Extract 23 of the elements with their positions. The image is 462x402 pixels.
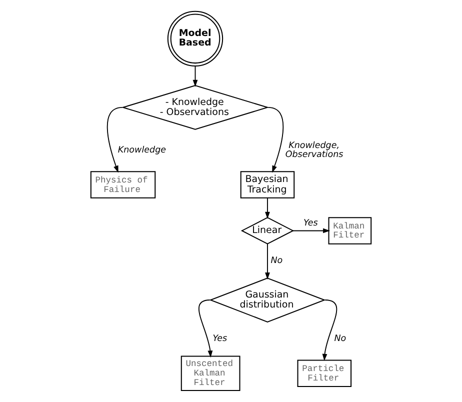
node-box: Bayesian Tracking — [240, 171, 295, 198]
arrow — [106, 106, 123, 173]
arrow — [192, 66, 198, 87]
node-box: Particle Filter — [297, 360, 352, 387]
node-box: Kalman Filter — [328, 217, 372, 244]
node-diamond: Linear — [240, 217, 294, 244]
node-diamond: - Knowledge - Observations — [121, 85, 270, 130]
edge-label: Knowledge — [118, 145, 166, 156]
edge-label: No — [270, 256, 283, 266]
edge-label: No — [334, 334, 346, 344]
edge-label: Yes — [304, 218, 318, 228]
arrow — [268, 106, 284, 173]
arrow — [265, 198, 270, 219]
node-box: Unscented Kalman Filter — [180, 356, 240, 391]
edge-label: Yes — [212, 334, 228, 344]
arrow — [292, 228, 330, 234]
node-circle: Model Based — [167, 10, 224, 67]
arrow — [265, 243, 270, 280]
arrow — [198, 300, 213, 358]
edge-label: Knowledge, Observations — [285, 140, 344, 160]
node-diamond: Gaussian distribution — [209, 278, 326, 322]
node-box: Physics of Failure — [90, 171, 156, 198]
arrow — [322, 300, 338, 361]
